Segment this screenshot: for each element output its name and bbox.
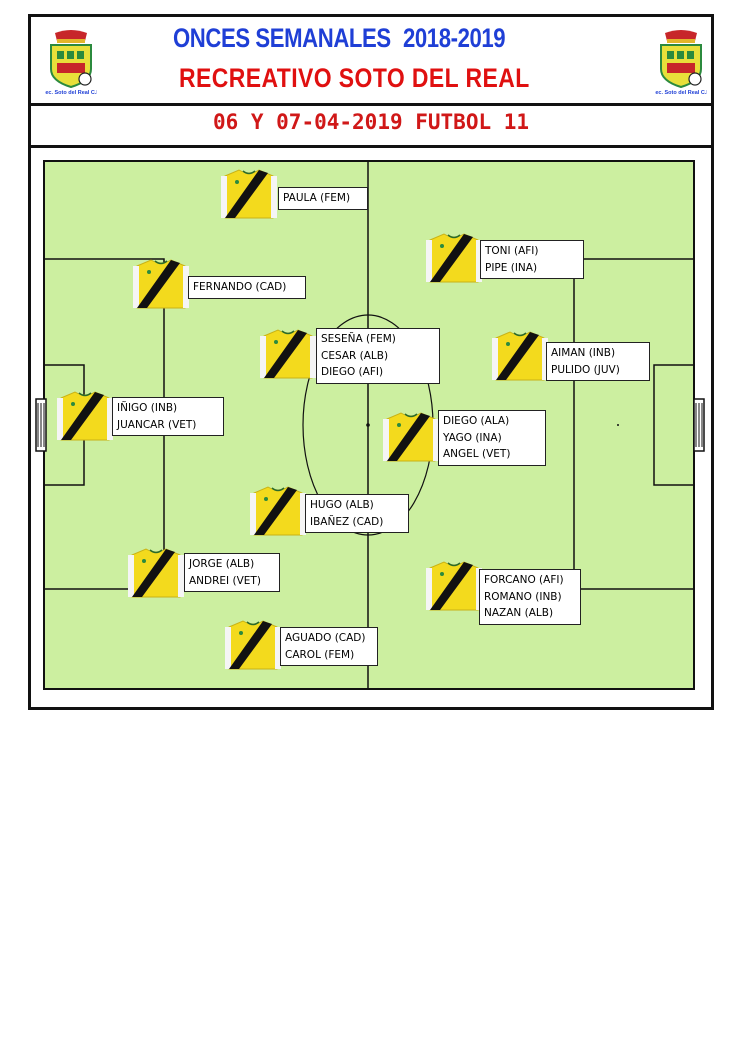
player-name: ROMANO (INB)	[484, 590, 562, 603]
match-date-format: 06 Y 07-04-2019 FUTBOL 11	[212, 110, 530, 134]
player-box-1: PAULA (FEM)	[278, 187, 368, 210]
player-name: CAROL (FEM)	[285, 648, 355, 661]
player-name: TONI (AFI)	[485, 245, 539, 257]
club-crest-right: Rec. Soto del Real C.F.	[655, 30, 707, 95]
player-name: PAULA (FEM)	[283, 192, 351, 204]
player-box-4: SESEÑA (FEM) CESAR (ALB) DIEGO (AFI)	[316, 328, 440, 384]
jersey-icon	[426, 560, 482, 612]
player-box-9: JORGE (ALB) ANDREI (VET)	[184, 553, 280, 592]
jersey-icon	[133, 258, 189, 310]
club-name: RECREATIVO SOTO DEL REAL	[179, 63, 530, 93]
season-label: 2018-2019	[403, 23, 506, 53]
player-name: ANGEL (VET)	[443, 448, 511, 460]
jersey-icon	[383, 411, 439, 463]
crest-caption: Rec. Soto del Real C.F.	[45, 90, 97, 95]
player-name: YAGO (INA)	[443, 431, 502, 444]
club-crest-left: Rec. Soto del Real C.F.	[45, 30, 97, 95]
player-box-5: AIMAN (INB) PULIDO (JUV)	[546, 342, 650, 381]
player-name: AIMAN (INB)	[551, 347, 616, 359]
player-name: DIEGO (AFI)	[321, 366, 384, 378]
player-box-10: FORCANO (AFI) ROMANO (INB) NAZAN (ALB)	[479, 569, 581, 625]
goal-right	[693, 398, 705, 452]
player-name: ANDREI (VET)	[189, 574, 261, 587]
player-box-2: TONI (AFI) PIPE (INA)	[480, 240, 584, 279]
player-name: FORCANO (AFI)	[484, 574, 564, 586]
svg-text:Rec. Soto del Real C.F.: Rec. Soto del Real C.F.	[655, 90, 707, 95]
match-bar: 06 Y 07-04-2019 FUTBOL 11	[31, 103, 711, 148]
jersey-icon	[128, 547, 184, 599]
jersey-icon	[225, 619, 281, 671]
player-name: IBAÑEZ (CAD)	[310, 515, 384, 528]
player-name: FERNANDO (CAD)	[193, 281, 287, 293]
player-box-11: AGUADO (CAD) CAROL (FEM)	[280, 627, 378, 666]
player-name: HUGO (ALB)	[310, 499, 374, 511]
player-name: JORGE (ALB)	[189, 558, 255, 570]
player-name: IÑIGO (INB)	[117, 402, 178, 414]
header: Rec. Soto del Real C.F. ONCES SEMANALES …	[31, 17, 711, 106]
lineup-sheet: Rec. Soto del Real C.F. ONCES SEMANALES …	[28, 14, 714, 710]
player-name: SESEÑA (FEM)	[321, 333, 396, 345]
player-box-7: DIEGO (ALA) YAGO (INA) ANGEL (VET)	[438, 410, 546, 466]
weekly-title: ONCES SEMANALES	[173, 23, 391, 53]
player-name: JUANCAR (VET)	[117, 418, 197, 431]
jersey-icon	[221, 168, 277, 220]
player-name: PULIDO (JUV)	[551, 363, 620, 376]
player-name: AGUADO (CAD)	[285, 632, 366, 644]
player-name: DIEGO (ALA)	[443, 415, 510, 427]
jersey-icon	[260, 328, 316, 380]
player-box-8: HUGO (ALB) IBAÑEZ (CAD)	[305, 494, 409, 533]
player-name: CESAR (ALB)	[321, 349, 389, 362]
jersey-icon	[57, 390, 113, 442]
jersey-icon	[426, 232, 482, 284]
player-name: PIPE (INA)	[485, 261, 538, 274]
player-name: NAZAN (ALB)	[484, 607, 554, 619]
player-box-3: FERNANDO (CAD)	[188, 276, 306, 299]
jersey-icon	[492, 330, 548, 382]
player-box-6: IÑIGO (INB) JUANCAR (VET)	[112, 397, 224, 436]
goal-left	[35, 398, 47, 452]
jersey-icon	[250, 485, 306, 537]
